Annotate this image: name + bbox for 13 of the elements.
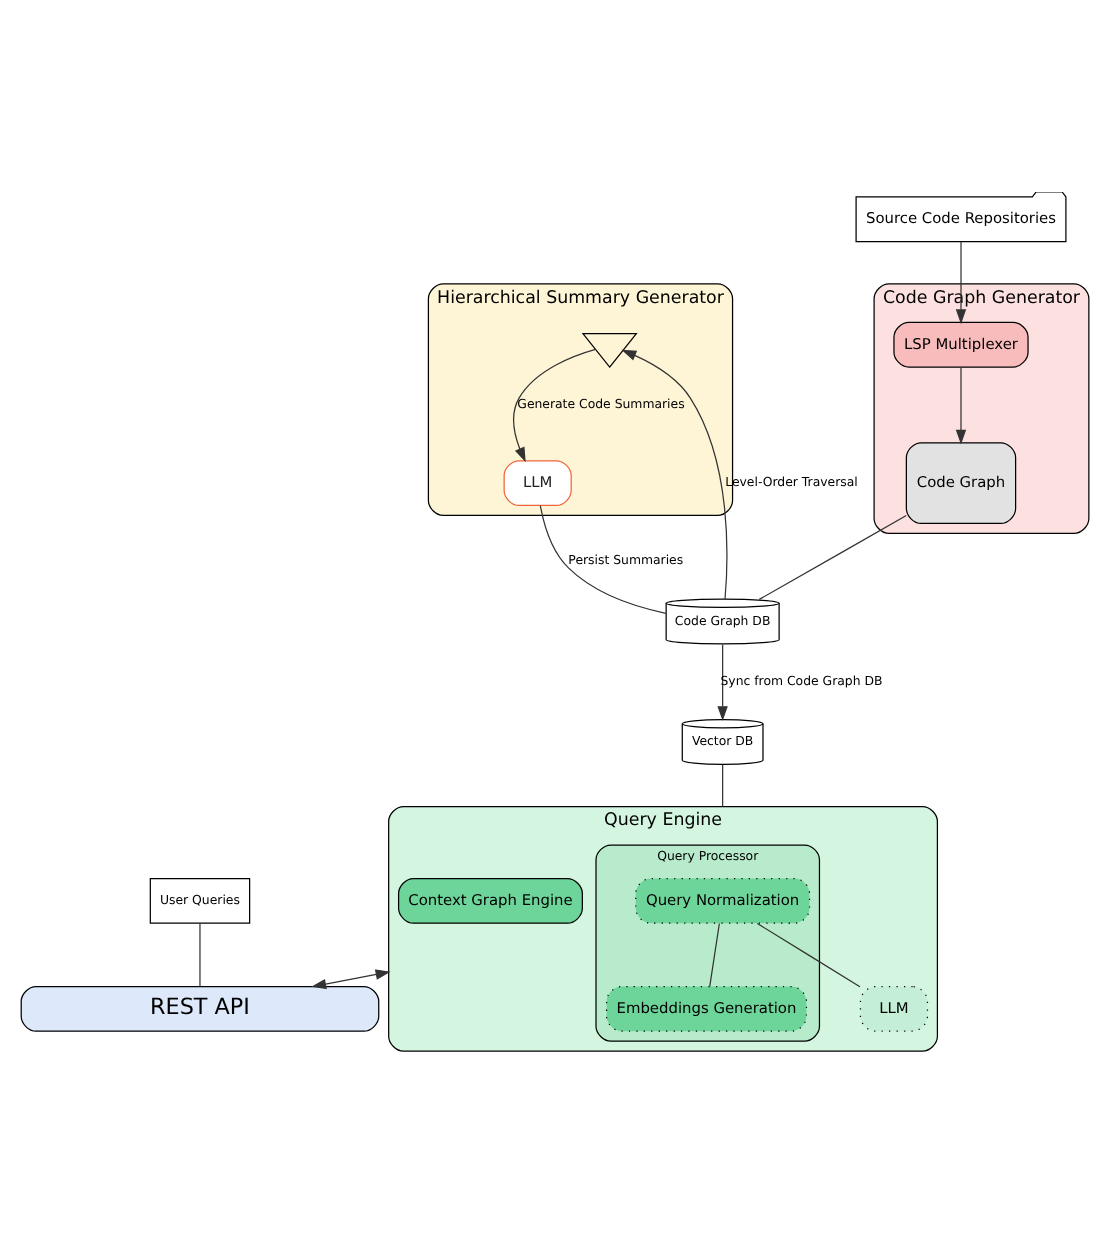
arrow <box>621 348 728 599</box>
arrow <box>311 968 391 989</box>
arrow <box>955 365 967 444</box>
connector <box>756 921 861 987</box>
arrow <box>717 642 728 721</box>
connector <box>722 763 724 807</box>
connector <box>758 513 907 599</box>
connector <box>709 921 720 986</box>
connector <box>199 921 201 986</box>
arrow <box>513 347 597 462</box>
connector <box>539 504 667 613</box>
arrow <box>955 240 967 324</box>
node-box: REST API <box>20 984 380 1031</box>
